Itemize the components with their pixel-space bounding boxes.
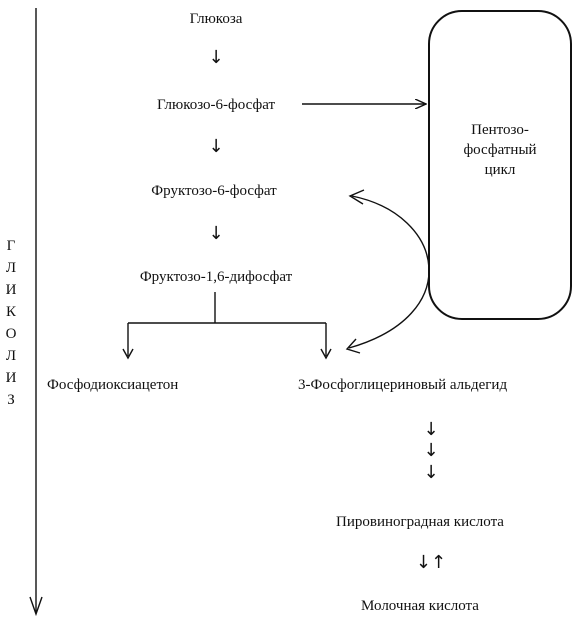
step-arrow-4: ↓ [423, 419, 439, 440]
step-arrow-1: ↓ [208, 47, 224, 68]
step-arrow-2: ↓ [208, 136, 224, 157]
lactic-acid-label: Молочная кислота [361, 598, 479, 614]
step-arrow-5: ↓ [423, 440, 439, 461]
cycle-to-g3p-arrowhead [345, 338, 361, 354]
phosphodioxyacetone-label: Фосфодиоксиацетон [47, 377, 179, 393]
branch-left-arrowhead [122, 348, 134, 360]
cycle-to-f6p-arrowhead [348, 189, 365, 205]
axis-letter: Л [5, 348, 17, 364]
fructose-1-6-diphosphate-label: Фруктозо-1,6-дифосфат [139, 269, 293, 285]
pyruvic-acid-label: Пировиноградная кислота [336, 514, 504, 530]
cycle-return-curve [348, 195, 430, 349]
reversible-arrow: ↓↑ [415, 552, 447, 573]
axis-letter: И [5, 282, 17, 298]
glucose-label: Глюкоза [189, 11, 243, 27]
branch-right-arrowhead [320, 348, 332, 360]
axis-letter: И [5, 370, 17, 386]
cycle-label-line: фосфатный [463, 142, 537, 158]
cycle-label-line: цикл [484, 162, 516, 178]
3-phosphoglyceraldehyde-label: 3-Фосфоглицериновый альдегид [298, 377, 508, 393]
cycle-label-line: Пентозо- [471, 122, 529, 138]
axis-letter: З [7, 392, 15, 408]
pentose-phosphate-cycle-box: Пентозо- фосфатный цикл [428, 10, 572, 320]
step-arrow-6: ↓ [423, 462, 439, 483]
glycolysis-vertical-label: Г Л И К О Л И З [0, 235, 22, 411]
glycolysis-axis-arrowhead [29, 596, 43, 617]
axis-letter: Г [6, 238, 16, 254]
axis-letter: Л [5, 260, 17, 276]
fructose-6-phosphate-label: Фруктозо-6-фосфат [151, 183, 277, 199]
axis-letter: О [5, 326, 17, 342]
pentose-phosphate-cycle-label: Пентозо- фосфатный цикл [430, 120, 570, 180]
glucose-6-phosphate-label: Глюкозо-6-фосфат [156, 97, 276, 113]
axis-letter: К [5, 304, 16, 320]
step-arrow-3: ↓ [208, 223, 224, 244]
